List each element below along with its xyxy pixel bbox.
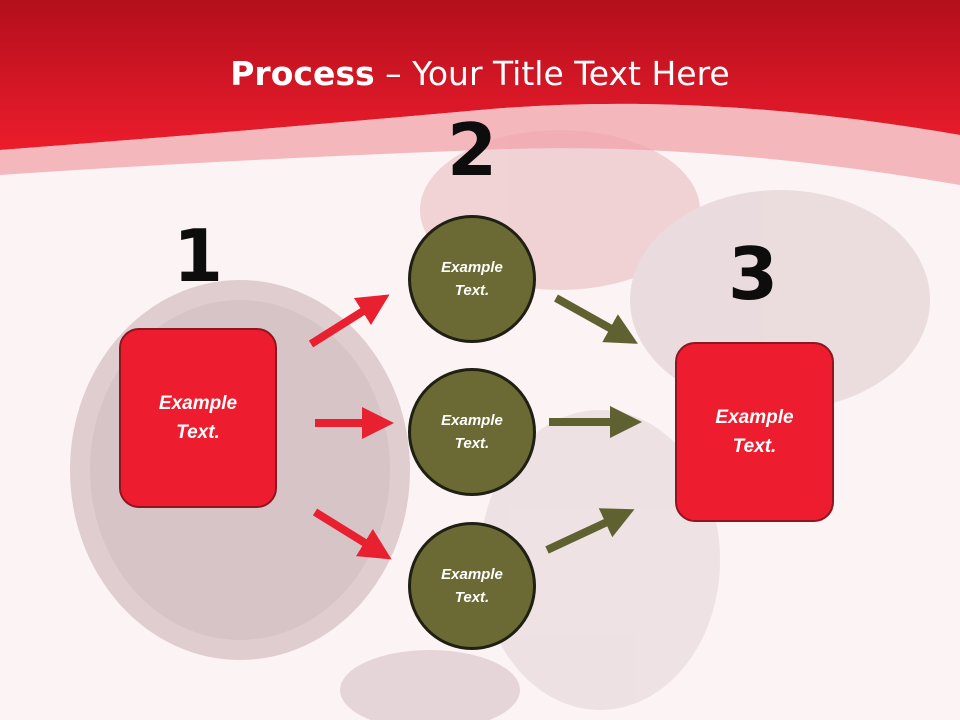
step-3-text: Example Text.	[715, 407, 794, 457]
title-rest: – Your Title Text Here	[374, 54, 730, 93]
step-2-circle-top: Example Text.	[408, 215, 536, 343]
arrow-red-down-right	[312, 508, 392, 560]
arrow-olive-up-right	[545, 508, 635, 554]
step-1-box: Example Text.	[119, 328, 277, 508]
arrow-red-up-right	[308, 294, 390, 348]
circle-middle-text: Example Text.	[441, 412, 503, 452]
step-number-1: 1	[172, 214, 224, 298]
header-band	[0, 0, 960, 150]
step-2-circle-middle: Example Text.	[408, 368, 536, 496]
step-number-3: 3	[727, 232, 779, 316]
step-2-circle-bottom: Example Text.	[408, 522, 536, 650]
step-3-box: Example Text.	[675, 342, 834, 522]
circle-top-text: Example Text.	[441, 259, 503, 299]
step-number-2: 2	[446, 108, 498, 192]
arrow-olive-down-right	[554, 294, 638, 344]
header-swoosh	[0, 103, 960, 185]
title-bold: Process	[230, 54, 375, 93]
slide-title: Process – Your Title Text Here	[0, 54, 960, 93]
circle-bottom-text: Example Text.	[441, 566, 503, 606]
step-1-text: Example Text.	[158, 393, 238, 443]
